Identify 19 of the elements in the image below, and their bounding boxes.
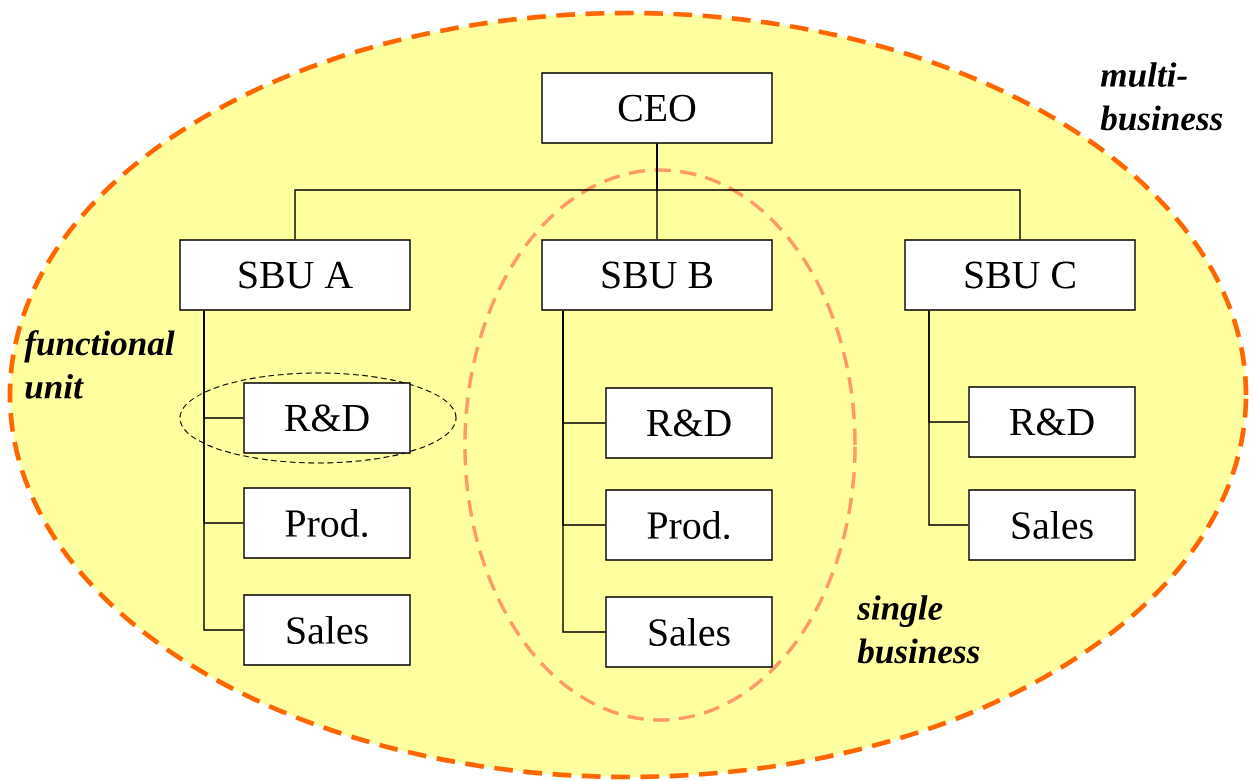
connector-line — [656, 143, 1021, 240]
org-box: Sales — [605, 596, 773, 668]
org-box: Sales — [243, 594, 411, 666]
org-box: Sales — [968, 489, 1136, 561]
connector-line — [928, 310, 969, 526]
org-box: SBU B — [541, 239, 773, 311]
org-box: R&D — [243, 382, 411, 454]
region-label: multi- business — [1100, 62, 1223, 131]
org-box: Prod. — [605, 489, 773, 561]
org-box: CEO — [541, 72, 773, 144]
connector-line — [562, 310, 606, 633]
region-label: single business — [857, 595, 980, 664]
org-box: R&D — [605, 387, 773, 459]
org-box: R&D — [968, 386, 1136, 458]
connector-line — [203, 310, 244, 631]
region-label: functional unit — [24, 330, 175, 399]
org-box: SBU A — [179, 239, 411, 311]
org-box: SBU C — [904, 239, 1136, 311]
org-box: Prod. — [243, 487, 411, 559]
